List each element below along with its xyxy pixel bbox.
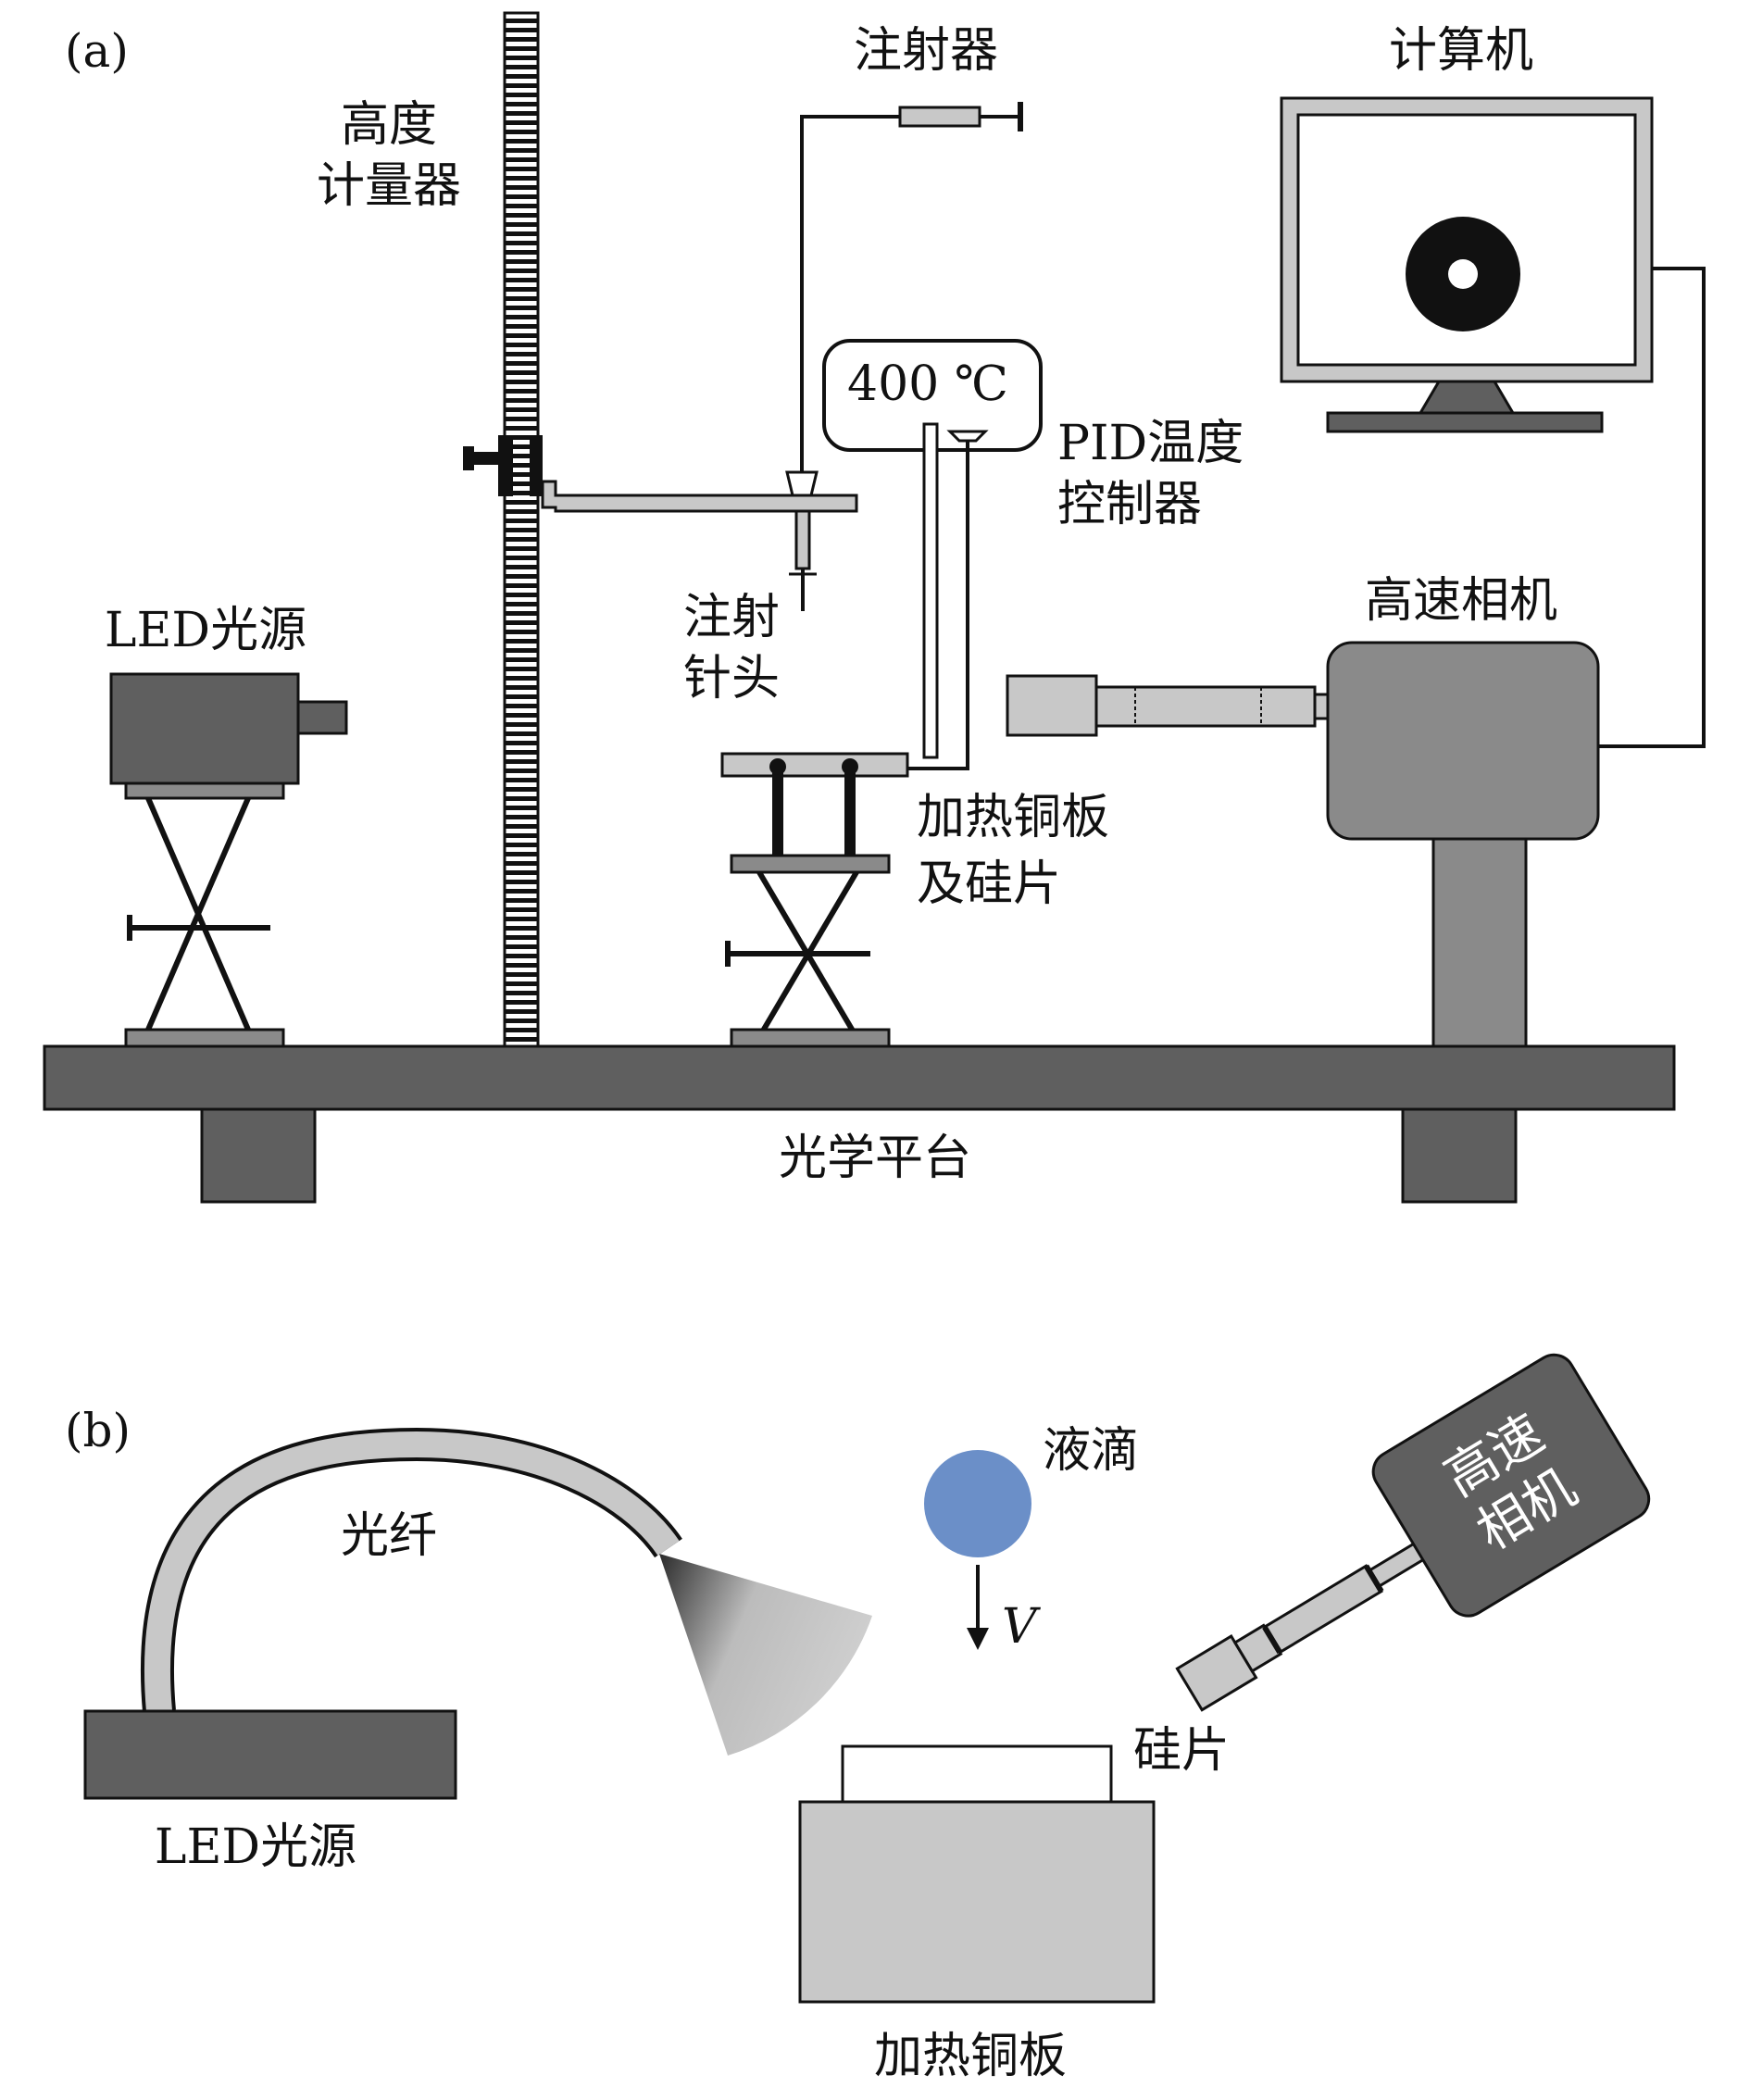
led-label-b: LED光源	[155, 1819, 356, 1875]
pid-controller	[822, 339, 1043, 770]
computer	[1280, 96, 1706, 748]
velocity-arrow	[967, 1565, 989, 1650]
pid-label-1: PID温度	[1057, 416, 1244, 471]
needle-label-1: 注射	[683, 590, 780, 645]
height-gauge-label-2: 计量器	[317, 158, 461, 214]
droplet	[924, 1450, 1031, 1557]
droplet-label: 液滴	[1043, 1423, 1139, 1479]
high-speed-camera-a	[1006, 641, 1600, 1048]
panel-a-tag: (a)	[65, 24, 129, 78]
led-source-a	[109, 672, 348, 1048]
wafer-label: 硅片	[1133, 1723, 1230, 1779]
copper-plate-label: 加热铜板	[874, 2029, 1067, 2084]
panel-b-tag: (b)	[65, 1404, 131, 1457]
high-speed-camera-b: 高速 相机	[1175, 1353, 1651, 1712]
height-gauge-label-1: 高度	[341, 97, 437, 153]
led-source-b	[83, 1709, 457, 1800]
optical-table	[43, 1044, 1676, 1204]
syringe	[800, 102, 1023, 472]
plate-label-2: 及硅片	[917, 856, 1061, 912]
silicon-wafer	[841, 1744, 1113, 1804]
syringe-label: 注射器	[854, 23, 998, 79]
needle-label-2: 针头	[683, 651, 780, 706]
velocity-label: V	[1002, 1599, 1041, 1655]
camera-label-a: 高速相机	[1365, 573, 1557, 629]
optical-fiber	[141, 1427, 872, 1756]
plate-label-1: 加热铜板	[917, 790, 1109, 845]
pid-label-2: 控制器	[1057, 477, 1202, 532]
computer-label: 计算机	[1389, 23, 1533, 79]
heated-plate-stage	[720, 752, 909, 1048]
copper-plate	[798, 1800, 1156, 2004]
height-gauge	[463, 11, 858, 1048]
temperature-readout: 400 ℃	[847, 356, 1008, 412]
optical-table-label: 光学平台	[779, 1131, 971, 1186]
injection-needle	[785, 470, 819, 611]
fiber-label: 光纤	[341, 1508, 437, 1564]
led-label-a: LED光源	[105, 603, 306, 658]
